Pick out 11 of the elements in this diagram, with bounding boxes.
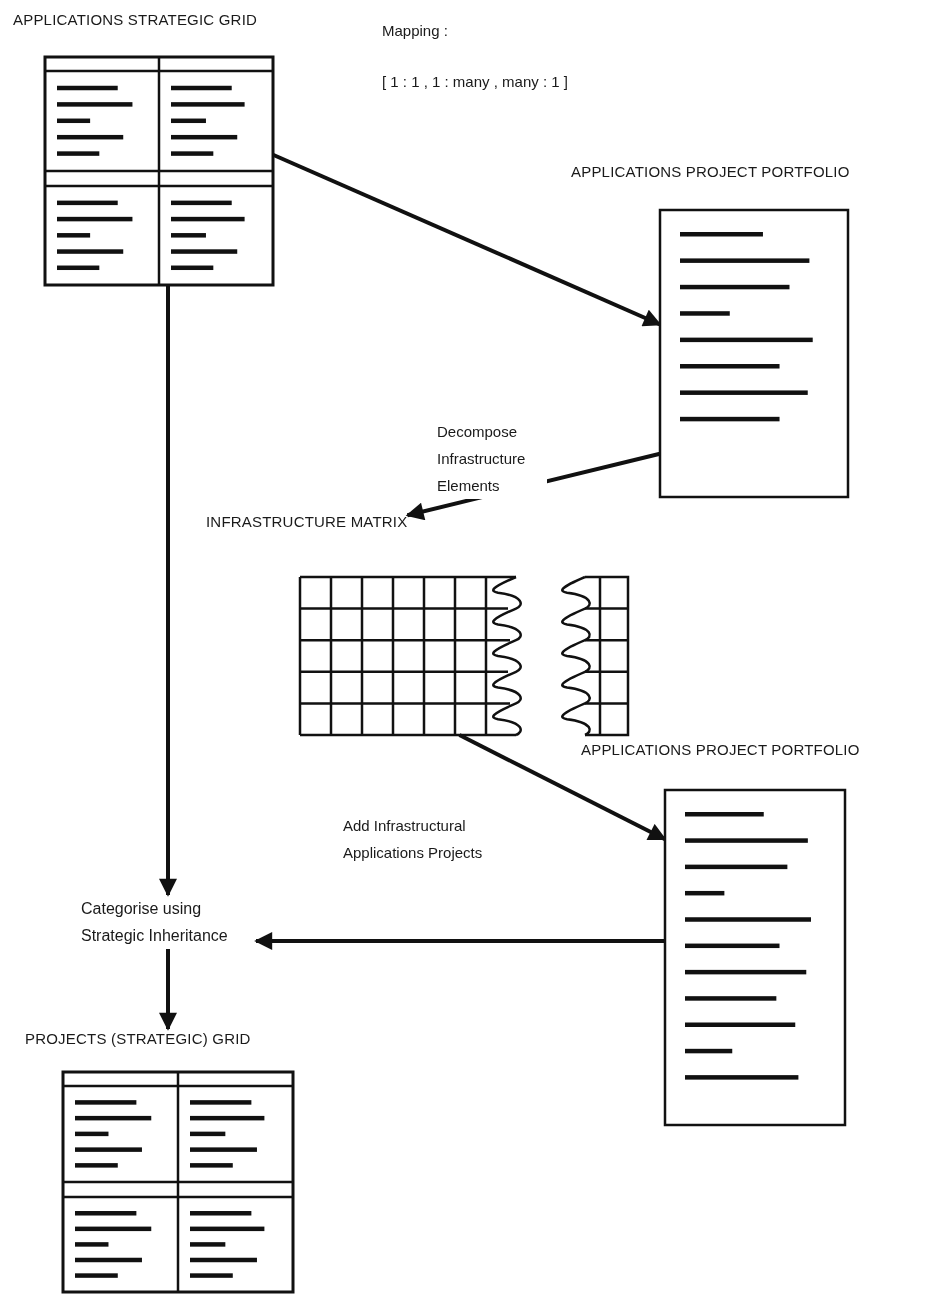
heading: APPLICATIONS PROJECT PORTFOLIO (571, 162, 850, 182)
arrow (254, 932, 665, 950)
note-text: Mapping : (382, 22, 448, 39)
arrow (159, 285, 177, 897)
heading: PROJECTS (STRATEGIC) GRID (25, 1029, 251, 1049)
arrow (159, 949, 177, 1031)
step-text: Categorise using Strategic Inheritance (81, 899, 229, 946)
heading: APPLICATIONS PROJECT PORTFOLIO (581, 740, 860, 760)
note-text: [ 1 : 1 , 1 : many , many : 1 ] (382, 73, 568, 90)
heading: INFRASTRUCTURE MATRIX (206, 512, 408, 532)
heading: APPLICATIONS STRATEGIC GRID (13, 10, 258, 30)
